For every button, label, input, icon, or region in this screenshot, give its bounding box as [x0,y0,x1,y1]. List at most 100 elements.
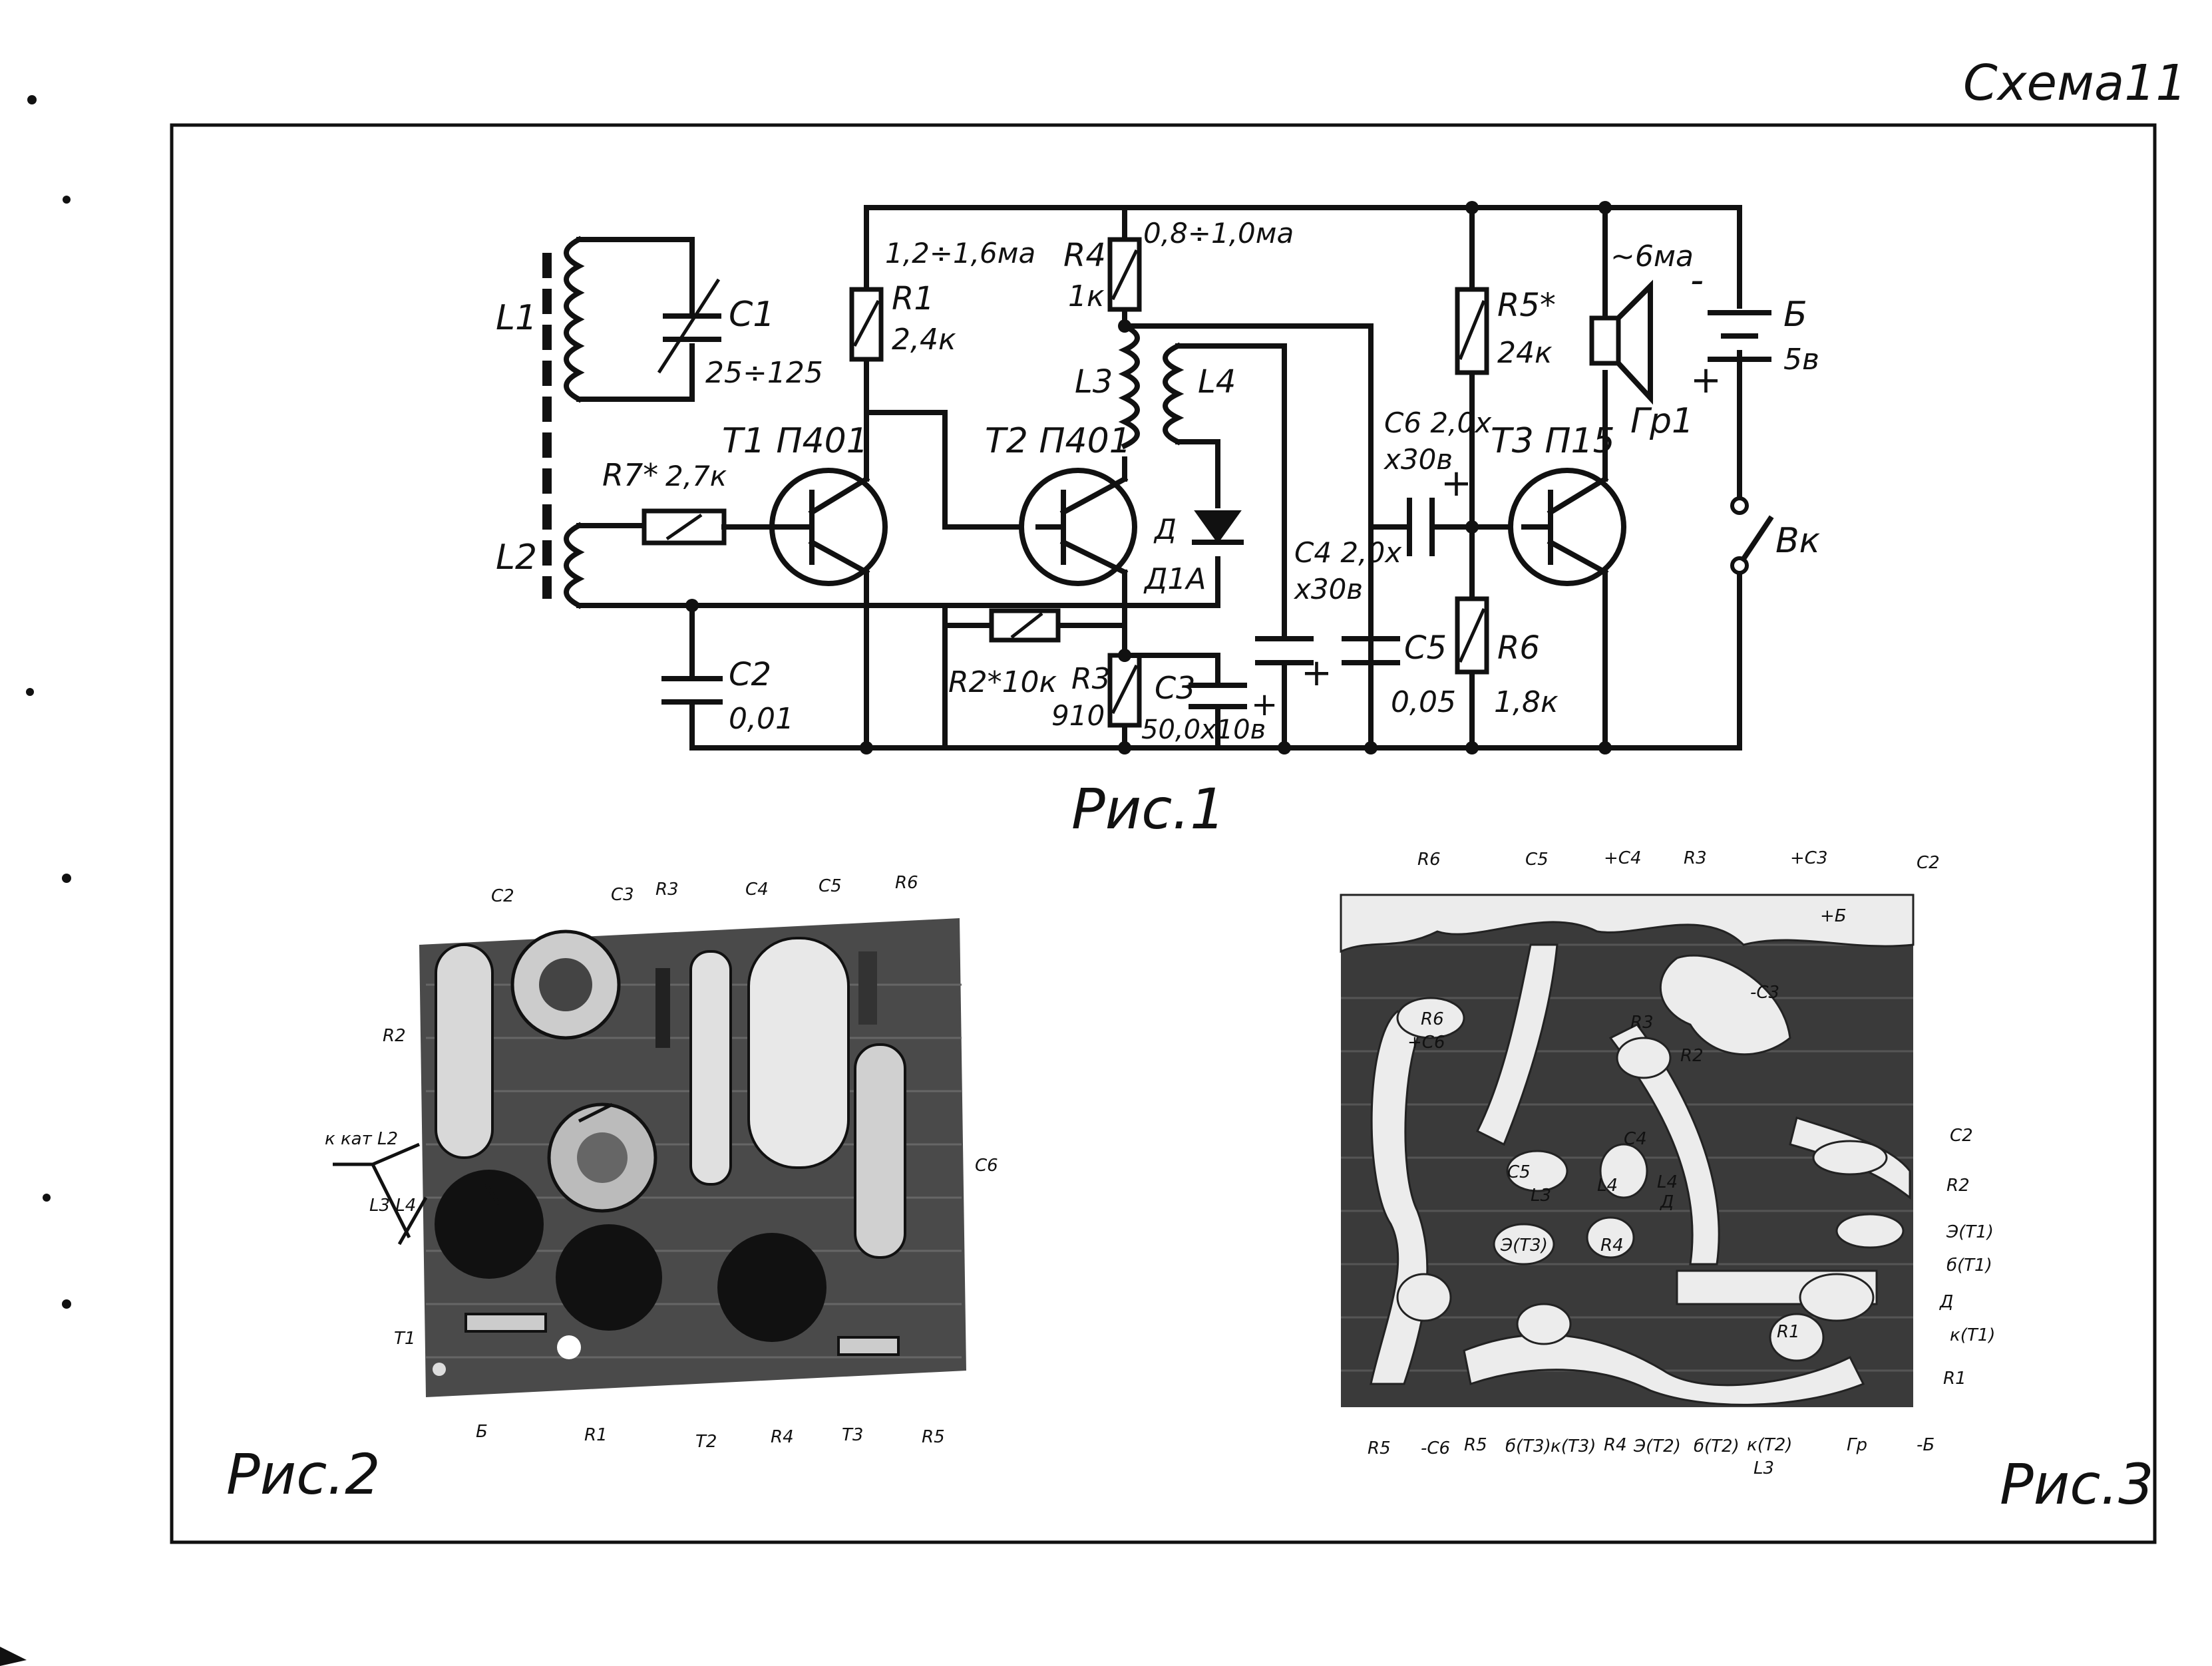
C6-value: х30в [1383,443,1453,476]
C4-label: C4 2,0х [1294,536,1402,569]
D-value: Д1А [1143,562,1206,596]
fig3-bottom-6: Э(T2) [1633,1436,1681,1456]
fig3-right-1: R2 [1946,1176,1970,1196]
R6-value: 1,8к [1494,685,1559,719]
battery-minus: - [1690,259,1704,302]
fig3-inner-4: R2 [1680,1046,1704,1066]
R7-label: R7* [602,457,658,493]
T3-transistor [1508,468,1626,586]
fig3-right-6: R1 [1943,1369,1966,1389]
C3-value: 50,0х10в [1141,715,1266,745]
fig2-C2: C2 [491,886,514,906]
C2-value: 0,01 [729,702,794,736]
fig2-R2: R2 [383,1026,406,1046]
fig2-R1: R1 [584,1425,608,1445]
fig3-bottom-8: к(T2) [1747,1435,1792,1455]
fig3-caption: Рис.3 [2000,1452,2154,1517]
fig3-bottom-11: -Б [1917,1435,1935,1455]
fig3-inner-14: +Б [1820,906,1847,926]
fig2-R4: R4 [771,1427,794,1447]
R1-label: R1 [892,280,934,317]
fig2-R3: R3 [655,880,679,900]
fig3-inner-8: L4 [1597,1176,1618,1196]
Gr-label: Гр1 [1630,401,1694,441]
fig3-inner-7: L3 [1531,1186,1551,1206]
fig3-top-3: R3 [1684,848,1707,868]
T1-label: T1 П401 [722,421,868,461]
D1A-diode [1194,510,1242,544]
pcb-layout [1340,894,1915,1407]
T3-label: T3 П15 [1491,421,1615,461]
B-value: 5в [1783,343,1819,377]
fig3-bottom-2: R5 [1464,1435,1487,1455]
sheet-title: Схема11 [1963,55,2187,112]
R5-value: 24к [1497,336,1553,370]
C3-label: C3 [1155,670,1195,706]
L2-coil [564,522,585,609]
figure-frame [170,123,2157,1544]
battery [1708,310,1771,362]
fig3-inner-9: L4 [1657,1172,1678,1192]
C6-capacitor [1407,498,1435,556]
fig3-inner-2: -C3 [1750,983,1779,1003]
B-label: Б [1783,295,1807,335]
C2-capacitor [661,676,723,705]
fig2-L3L4: L3 L4 [369,1196,416,1216]
C3-plus: + [1251,686,1278,723]
I3-label: ~6ма [1610,240,1694,273]
fig3-top-0: R6 [1417,850,1441,870]
T2-transistor [1019,468,1137,586]
fig2-C3: C3 [611,885,634,905]
fig3-bottom-3: б(T3) [1505,1436,1551,1456]
fig2-T2: T2 [695,1432,717,1452]
R5-label: R5* [1497,287,1556,324]
fig2-labels: C2 C3 R3 C4 C5 R6 R2 к кат L2 L3 L4 C6 T… [325,873,998,1452]
I2-label: 0,8÷1,0ма [1143,217,1294,250]
R2-label: R2*10к [948,665,1057,699]
fig2-C5: C5 [819,876,842,896]
fig3-right-3: б(T1) [1946,1255,1992,1275]
T2-label: T2 П401 [985,421,1131,461]
battery-plus: + [1690,359,1722,402]
R1-value: 2,4к [892,323,956,357]
L2-label: L2 [496,538,537,578]
fig2-R6: R6 [895,873,918,893]
C2-label: C2 [729,656,771,693]
C6-label: C6 2,0х [1384,407,1492,439]
L4-label: L4 [1198,363,1236,401]
L3-coil [1118,322,1140,450]
L4-coil [1163,342,1185,446]
fig3-inner-5: C4 [1624,1129,1647,1149]
fig2-T1: T1 [394,1329,415,1349]
C4-plus: + [1301,651,1332,695]
fig3-labels: R6 C5 +C4 R3 +C3 C2 R6 +C6 -C3 R3 R2 C4 … [1368,848,1995,1478]
fig2-kkat: к кат L2 [325,1129,398,1149]
fig3-inner-10: Д [1660,1192,1674,1212]
fig3-bottom-0: R5 [1368,1438,1391,1458]
fig3-inner-13: R1 [1777,1322,1800,1342]
Vk-label: Вк [1775,521,1821,561]
fig2-C6: C6 [975,1156,998,1176]
C1-label: C1 [729,295,775,335]
C4-value: х30в [1293,573,1363,605]
L1-label: L1 [496,298,537,338]
fig3-right-4: Д [1939,1292,1953,1312]
fig3-right-0: C2 [1950,1126,1973,1146]
fig3-bottom-10: Гр [1847,1435,1867,1455]
junctions [685,201,1612,754]
fig3-inner-11: Э(T3) [1500,1236,1548,1255]
fig3-right-5: к(T1) [1950,1325,1995,1345]
C6-plus: + [1441,462,1472,505]
fig3-inner-6: C5 [1507,1162,1531,1182]
fig3-bottom-5: R4 [1604,1435,1627,1455]
fig2-B: Б [476,1422,488,1442]
fig3-inner-0: R6 [1421,1009,1444,1029]
board-photo [333,918,966,1397]
fig3-top-1: C5 [1525,850,1549,870]
R4-label: R4 [1063,237,1106,274]
speaker [1589,315,1621,366]
fig3-top-2: +C4 [1604,848,1641,868]
R6-label: R6 [1497,629,1540,667]
C1-capacitor [663,313,721,342]
